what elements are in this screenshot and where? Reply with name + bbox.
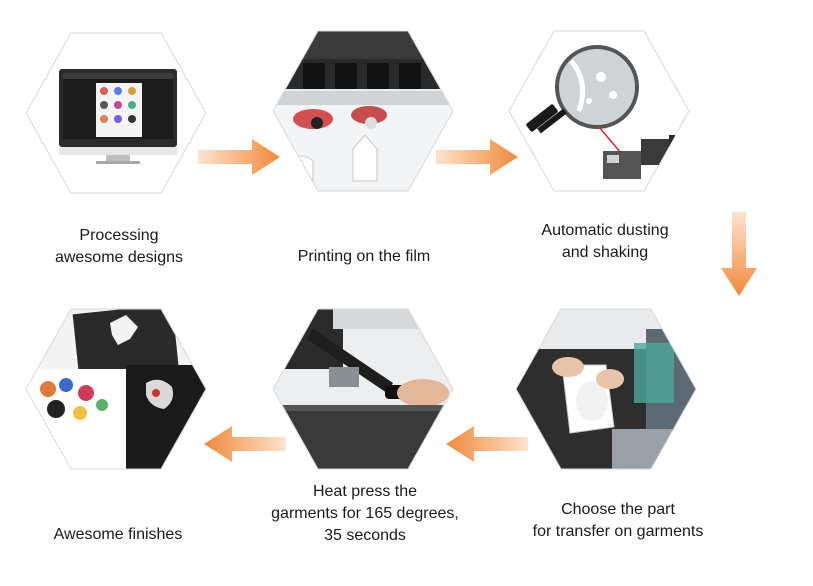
arrow-left-1: [446, 426, 528, 462]
arrow-down: [721, 212, 757, 296]
arrow-right-1: [198, 139, 280, 175]
step-printing-image: [272, 30, 454, 192]
caption-printing: Printing on the film: [297, 248, 431, 265]
monitor-design-icon: [59, 69, 177, 164]
step-heatpress-image: [272, 308, 454, 470]
caption-processing: Processing awesome designs: [54, 227, 184, 266]
step-dusting-image: [508, 30, 690, 192]
heat-press-icon: [273, 309, 453, 469]
printed-tshirt-icon: [26, 309, 206, 469]
step-choose-image: [515, 308, 697, 470]
arrow-left-2: [204, 426, 286, 462]
caption-heatpress: Heat press the garments for 165 degrees,…: [271, 483, 459, 544]
arrow-right-2: [436, 139, 518, 175]
caption-choose: Choose the part for transfer on garments: [532, 501, 704, 540]
printer-film-icon: [273, 31, 453, 191]
hand-film-icon: [516, 309, 696, 469]
caption-dusting: Automatic dusting and shaking: [541, 222, 669, 261]
step-finish-image: [25, 308, 207, 470]
step-processing-image: [25, 32, 207, 194]
caption-finish: Awesome finishes: [53, 526, 183, 543]
